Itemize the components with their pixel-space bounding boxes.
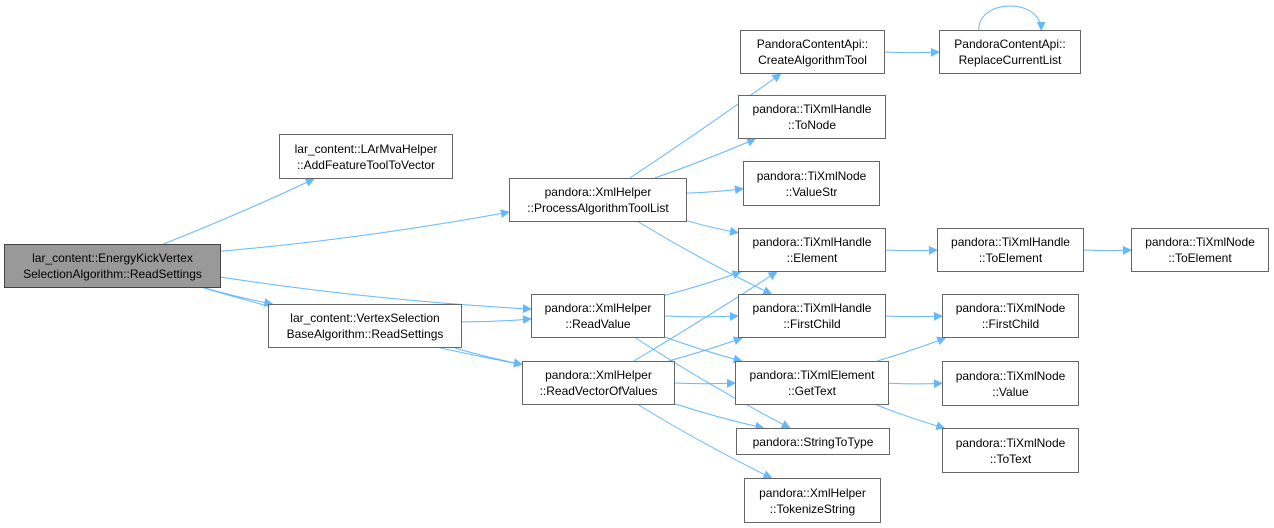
edge-patl-to-tonode: [654, 138, 757, 179]
node-label-line: ::ValueStr: [785, 184, 838, 199]
node-tonode[interactable]: pandora::TiXmlHandle::ToNode: [738, 95, 886, 139]
node-rv[interactable]: pandora::XmlHelper::ReadValue: [531, 294, 665, 338]
node-label-line: pandora::XmlHelper: [759, 485, 866, 500]
node-elem[interactable]: pandora::TiXmlHandle::Element: [738, 228, 886, 272]
node-label-line: ::Value: [992, 384, 1029, 399]
node-nfc[interactable]: pandora::TiXmlNode::FirstChild: [942, 294, 1079, 338]
edge-patl-to-cat: [629, 73, 782, 179]
node-fch[interactable]: pandora::TiXmlHandle::FirstChild: [738, 294, 886, 338]
node-label-line: pandora::StringToType: [752, 434, 874, 449]
edge-patl-to-elem: [686, 220, 739, 236]
edge-hte-to-nte: [1083, 245, 1132, 255]
edge-vsb-to-rv: [461, 315, 532, 325]
edge-cat-to-rcl: [884, 47, 940, 57]
node-rvv[interactable]: pandora::XmlHelper::ReadVectorOfValues: [522, 361, 675, 405]
node-label-line: CreateAlgorithmTool: [758, 53, 867, 67]
edge-rcl-to-rcl: [978, 5, 1046, 31]
edge-root-to-rv: [220, 276, 532, 314]
node-nval[interactable]: pandora::TiXmlNode::Value: [942, 361, 1079, 406]
node-label-line: pandora::TiXmlHandle: [951, 235, 1070, 249]
node-cat[interactable]: PandoraContentApi::CreateAlgorithmTool: [740, 30, 885, 74]
node-patl[interactable]: pandora::XmlHelper::ProcessAlgorithmTool…: [509, 178, 687, 222]
edge-rv-to-elem: [664, 270, 742, 296]
node-label-line: ::ProcessAlgorithmToolList: [527, 201, 669, 215]
node-label-line: lar_content::EnergyKickVertex: [32, 251, 193, 265]
node-label-line: lar_content::LArMvaHelper: [294, 141, 438, 156]
node-label-line: pandora::TiXmlNode: [955, 435, 1066, 450]
node-label-line: pandora::TiXmlNode: [955, 368, 1066, 383]
node-label-line: ReplaceCurrentList: [958, 53, 1062, 67]
edge-rvv-to-gtext: [674, 378, 736, 388]
node-label-line: pandora::TiXmlHandle: [752, 102, 872, 116]
edge-rv-to-gtext: [664, 336, 743, 364]
node-nte[interactable]: pandora::TiXmlNode::ToElement: [1131, 228, 1269, 272]
edge-rvv-to-elem: [633, 271, 778, 362]
node-label-line: pandora::XmlHelper: [544, 301, 652, 315]
node-label-line: ::FirstChild: [981, 317, 1040, 331]
edge-root-to-vsb: [204, 287, 274, 307]
node-stt[interactable]: pandora::StringToType: [736, 428, 890, 455]
node-label-line: pandora::XmlHelper: [544, 185, 652, 199]
node-label-line: pandora::TiXmlElement: [749, 368, 875, 382]
node-label-line: ::ReadValue: [565, 317, 631, 331]
edge-rvv-to-tok: [638, 404, 773, 479]
edge-fch-to-nfc: [885, 311, 943, 321]
node-valstr[interactable]: pandora::TiXmlNode::ValueStr: [743, 161, 880, 206]
node-label-line: pandora::XmlHelper: [545, 368, 652, 382]
node-label-line: ::ToText: [989, 451, 1032, 466]
node-label-line: pandora::TiXmlNode: [955, 301, 1066, 315]
node-label-line: pandora::TiXmlHandle: [752, 235, 872, 249]
edge-patl-to-valstr: [686, 185, 744, 195]
node-label-line: ::GetText: [787, 384, 837, 398]
node-label-line: pandora::TiXmlHandle: [752, 301, 872, 315]
edge-root-to-patl: [220, 209, 510, 252]
edge-root-to-lamva: [163, 178, 315, 245]
node-label-line: BaseAlgorithm::ReadSettings: [286, 327, 444, 341]
node-label-line: pandora::TiXmlNode: [1145, 235, 1255, 249]
node-label-line: ::ToElement: [978, 251, 1043, 265]
edge-rvv-to-fch: [668, 336, 743, 362]
node-ntt[interactable]: pandora::TiXmlNode::ToText: [942, 428, 1079, 473]
edge-patl-to-fch: [638, 221, 773, 295]
edge-gtext-to-nfc: [877, 336, 947, 362]
node-hte[interactable]: pandora::TiXmlHandle::ToElement: [937, 228, 1084, 272]
edge-rv-to-fch: [664, 311, 739, 321]
node-tok[interactable]: pandora::XmlHelper::TokenizeString: [744, 478, 881, 523]
node-label-line: ::FirstChild: [783, 317, 841, 331]
node-label-line: PandoraContentApi::: [756, 37, 869, 51]
edge-rvv-to-stt: [674, 403, 765, 431]
node-label-line: ::TokenizeString: [769, 501, 856, 516]
edge-vsb-to-rvv: [454, 347, 523, 368]
node-label-line: ::ToElement: [1168, 251, 1232, 265]
edge-gtext-to-ntt: [876, 404, 946, 431]
node-label-line: ::ToNode: [787, 118, 837, 132]
node-label-line: ::AddFeatureToolToVector: [296, 157, 436, 172]
node-gtext[interactable]: pandora::TiXmlElement::GetText: [735, 361, 889, 405]
edge-gtext-to-nval: [888, 379, 943, 389]
node-label-line: pandora::TiXmlNode: [756, 168, 867, 183]
node-rcl[interactable]: PandoraContentApi::ReplaceCurrentList: [939, 30, 1081, 74]
node-label-line: ::Element: [786, 251, 838, 265]
edge-elem-to-hte: [885, 245, 938, 255]
node-lamva[interactable]: lar_content::LArMvaHelper::AddFeatureToo…: [279, 134, 453, 179]
node-label-line: ::ReadVectorOfValues: [539, 384, 658, 398]
node-label-line: SelectionAlgorithm::ReadSettings: [23, 267, 202, 281]
node-label-line: lar_content::VertexSelection: [290, 311, 440, 325]
node-label-line: PandoraContentApi::: [954, 37, 1066, 51]
